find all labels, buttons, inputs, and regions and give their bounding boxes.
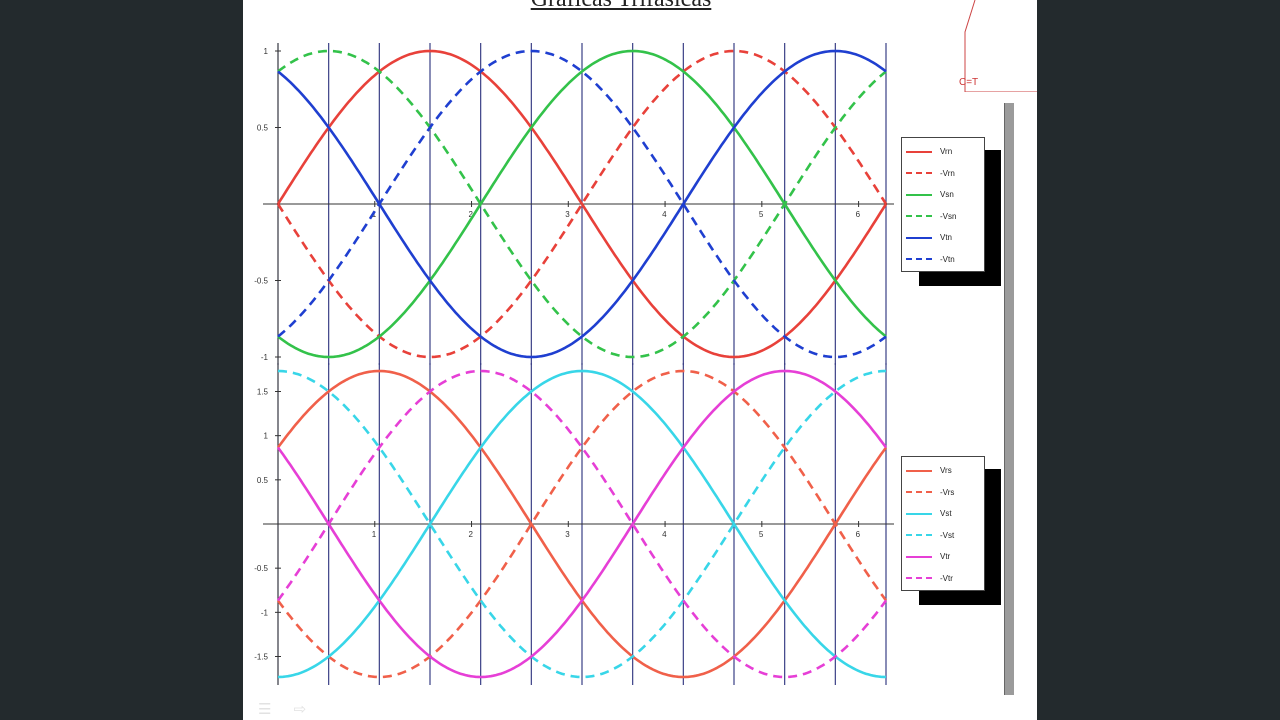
x-tick-label: 3 [565, 530, 570, 539]
waveform-charts: 1 2 3 4 5 6 1 0.5 -0.5 -1 1 2 3 4 5 6 1.5 1 0.5 -0.5 -1 -1.5 [254, 43, 894, 685]
legend-entry: -Vrn [906, 163, 980, 185]
legend-entry: -Vtr [906, 568, 980, 590]
legend-label: Vrn [940, 147, 953, 157]
y-tick-label: 0.5 [257, 124, 269, 133]
y-tick-label: -1.5 [254, 653, 268, 662]
legend-entry: Vtn [906, 227, 980, 249]
legend-entry: Vsn [906, 184, 980, 206]
y-tick-label: 0.5 [257, 476, 269, 485]
series-line [277, 49, 887, 359]
x-tick-label: 6 [856, 210, 861, 219]
series-line [276, 369, 888, 679]
legend-swatch [906, 215, 932, 218]
legend-entry: -Vst [906, 525, 980, 547]
legend-entry: Vrs [906, 460, 980, 482]
legend-entry: -Vrs [906, 482, 980, 504]
legend-entry: -Vsn [906, 206, 980, 228]
legend-entry: Vrn [906, 141, 980, 163]
x-tick-label: 4 [662, 530, 667, 539]
footer-toolbar: ☰ ⇨ [258, 700, 324, 718]
y-tick-label: 1.5 [257, 387, 269, 396]
scrollbar[interactable] [1004, 103, 1014, 695]
legend-swatch [906, 258, 932, 261]
legend-swatch [906, 491, 932, 494]
legend-swatch [906, 236, 932, 239]
x-tick-label: 2 [469, 530, 474, 539]
legend-swatch [906, 172, 932, 175]
legend-label: Vrs [940, 466, 952, 476]
forward-arrow-icon[interactable]: ⇨ [293, 701, 307, 718]
x-tick-label: 1 [372, 210, 377, 219]
legend-swatch [906, 555, 932, 558]
y-tick-label: -0.5 [254, 564, 268, 573]
legend-swatch [906, 469, 932, 472]
legend-label: Vtn [940, 233, 953, 243]
y-tick-label: -0.5 [254, 277, 268, 286]
y-tick-label: -1 [261, 608, 269, 617]
x-tick-label: 5 [759, 210, 764, 219]
x-tick-label: 4 [662, 210, 667, 219]
corner-label: C=T [959, 77, 979, 88]
legend-swatch [906, 150, 932, 153]
x-tick-label: 2 [469, 210, 474, 219]
legend-label: Vst [940, 509, 952, 519]
y-tick-label: -1 [261, 353, 269, 362]
x-tick-label: 5 [759, 530, 764, 539]
legend-label: -Vsn [940, 211, 957, 221]
legend-label: -Vst [940, 530, 955, 540]
legend-label: Vtr [940, 552, 951, 562]
y-tick-label: 1 [264, 432, 269, 441]
legend-swatch [906, 193, 932, 196]
series-line [276, 369, 888, 679]
legend-swatch [906, 512, 932, 515]
legend-label: -Vrs [940, 487, 955, 497]
legend-entry: -Vtn [906, 249, 980, 271]
series-line [277, 49, 887, 359]
page-title: Gráficas Trifásicas [471, 0, 771, 13]
menu-icon[interactable]: ☰ [258, 701, 272, 718]
x-tick-label: 3 [565, 210, 570, 219]
legend-swatch [906, 577, 932, 580]
legend-label: Vsn [940, 190, 954, 200]
y-tick-label: 1 [264, 47, 269, 56]
x-tick-label: 6 [856, 530, 861, 539]
slide-page: Gráficas Trifásicas C=T 1 2 3 4 5 6 1 0.5 -0.5 -1… [243, 0, 1037, 720]
legend-entry: Vst [906, 503, 980, 525]
legend-entry: Vtr [906, 546, 980, 568]
corner-diagram [964, 0, 1037, 92]
legend-swatch [906, 534, 932, 537]
series-line [276, 369, 888, 679]
legend-label: -Vrn [940, 168, 955, 178]
legend-label: -Vtn [940, 254, 955, 264]
legend-label: -Vtr [940, 573, 953, 583]
x-tick-label: 1 [372, 530, 377, 539]
